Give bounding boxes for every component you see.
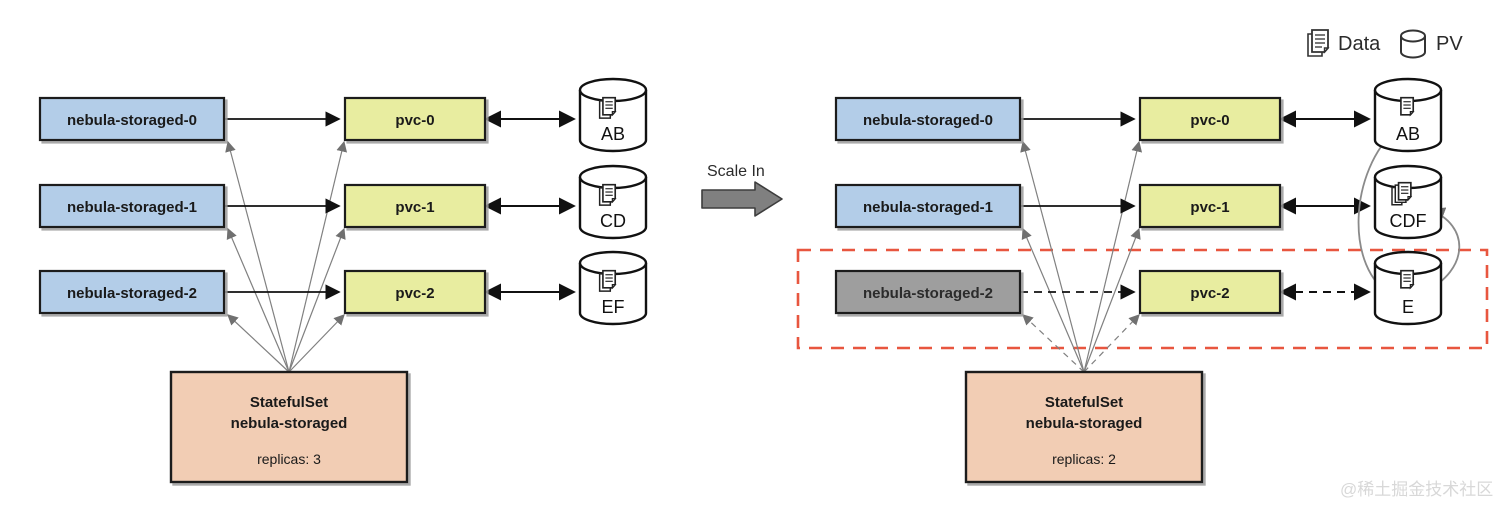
- pv-label-0: AB: [601, 124, 625, 144]
- scale-in-transition: Scale In: [701, 163, 783, 217]
- panel-before: nebula-storaged-0 nebula-storaged-1 nebu…: [38, 77, 648, 484]
- pod-pvc-arrows-after: [1020, 111, 1136, 300]
- pvc-0[interactable]: [343, 96, 487, 142]
- pv-volume-1-after: CDF: [1373, 164, 1443, 240]
- pvc-1[interactable]: [343, 183, 487, 229]
- pvc-0-after[interactable]: [1138, 96, 1282, 142]
- statefulset-kind: StatefulSet: [250, 394, 328, 411]
- block-arrow-right-icon: [701, 181, 783, 217]
- pod-label-0-after: nebula-storaged-0: [863, 112, 993, 129]
- document-stack-icon: [1391, 181, 1413, 206]
- pvc-2-after[interactable]: [1138, 269, 1282, 315]
- pv-volume-0: AB: [578, 77, 648, 153]
- statefulset-name: nebula-storaged: [231, 415, 348, 432]
- statefulset-box-before[interactable]: [169, 370, 409, 484]
- panel-after: nebula-storaged-0 nebula-storaged-1 nebu…: [796, 77, 1489, 484]
- pvc-2[interactable]: [343, 269, 487, 315]
- statefulset-links-before: [225, 140, 348, 373]
- statefulset-kind-after: StatefulSet: [1045, 394, 1123, 411]
- watermark: @稀土掘金技术社区: [1340, 480, 1493, 499]
- pod-label-0: nebula-storaged-0: [67, 112, 197, 129]
- pod-nebula-storaged-0[interactable]: [38, 96, 226, 142]
- legend-label-data: Data: [1338, 33, 1381, 55]
- pv-label-2: EF: [601, 297, 624, 317]
- legend-label-pv: PV: [1436, 33, 1463, 55]
- pv-volume-1: CD: [578, 164, 648, 240]
- pv-label-1-after: CDF: [1390, 211, 1427, 231]
- statefulset-box-after[interactable]: [964, 370, 1204, 484]
- legend-item-pv: PV: [1400, 29, 1463, 59]
- pod-nebula-storaged-2-after[interactable]: [834, 269, 1022, 315]
- pv-volume-2: EF: [578, 250, 648, 326]
- pod-nebula-storaged-1-after[interactable]: [834, 183, 1022, 229]
- document-icon: [598, 96, 617, 119]
- pod-nebula-storaged-0-after[interactable]: [834, 96, 1022, 142]
- document-icon: [1400, 96, 1415, 117]
- pvc-label-1: pvc-1: [395, 199, 434, 216]
- cylinder-icon: [1400, 29, 1426, 59]
- statefulset-name-after: nebula-storaged: [1026, 415, 1143, 432]
- pvc-1-after[interactable]: [1138, 183, 1282, 229]
- statefulset-replicas: replicas: 3: [257, 451, 321, 467]
- pv-label-0-after: AB: [1396, 124, 1420, 144]
- document-icon: [1307, 29, 1330, 57]
- pv-label-1: CD: [600, 211, 626, 231]
- scale-in-highlight-region: [796, 248, 1489, 350]
- pv-volume-0-after: AB: [1373, 77, 1443, 153]
- document-icon: [598, 183, 617, 206]
- pod-label-1-after: nebula-storaged-1: [863, 199, 993, 216]
- pvc-pv-arrows-before: [484, 110, 576, 301]
- statefulset-replicas-after: replicas: 2: [1052, 451, 1116, 467]
- pvc-label-2: pvc-2: [395, 285, 434, 302]
- pod-label-2: nebula-storaged-2: [67, 285, 197, 302]
- legend: Data PV: [1307, 29, 1463, 59]
- pod-label-2-after: nebula-storaged-2: [863, 285, 993, 302]
- document-icon: [598, 269, 617, 292]
- pv-label-2-after: E: [1402, 297, 1414, 317]
- pvc-label-0-after: pvc-0: [1190, 112, 1229, 129]
- pvc-label-1-after: pvc-1: [1190, 199, 1229, 216]
- pod-pvc-arrows-before: [225, 111, 341, 300]
- pvc-pv-arrows-after: [1279, 110, 1371, 301]
- pv-volume-2-after: E: [1373, 250, 1443, 326]
- legend-item-data: Data: [1307, 29, 1381, 57]
- pvc-label-2-after: pvc-2: [1190, 285, 1229, 302]
- pod-label-1: nebula-storaged-1: [67, 199, 197, 216]
- pod-nebula-storaged-2[interactable]: [38, 269, 226, 315]
- pvc-label-0: pvc-0: [395, 112, 434, 129]
- scale-in-label: Scale In: [707, 163, 765, 180]
- statefulset-links-after: [1020, 140, 1143, 373]
- document-icon: [1400, 269, 1415, 290]
- pod-nebula-storaged-1[interactable]: [38, 183, 226, 229]
